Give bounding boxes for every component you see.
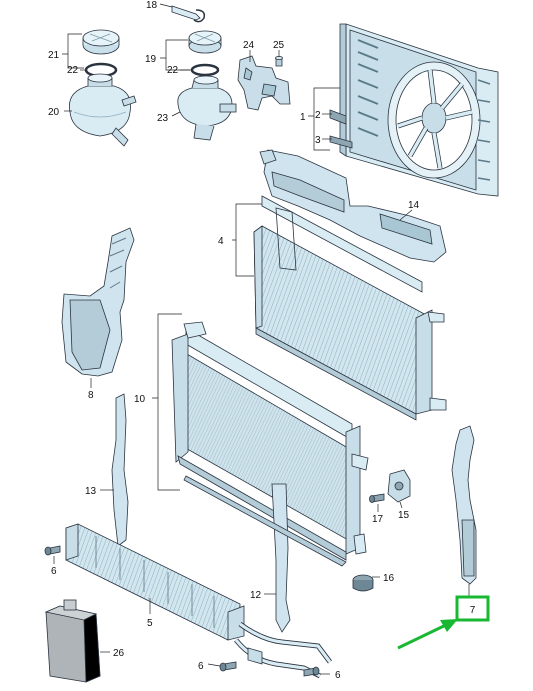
part-14-air-guide xyxy=(259,149,447,263)
callout-24: 24 xyxy=(243,40,255,51)
part-2-rubber-pad xyxy=(329,109,347,125)
part-1-fan-shroud xyxy=(339,23,499,197)
callout-22b: 22 xyxy=(167,65,179,76)
part-17-bolt xyxy=(369,493,385,503)
part-21-cap xyxy=(82,29,120,55)
callout-3: 3 xyxy=(315,135,321,146)
part-3-rubber-pad xyxy=(329,135,353,149)
callout-6b: 6 xyxy=(198,661,204,672)
callout-18: 18 xyxy=(146,0,158,11)
part-13-side-seal xyxy=(111,393,129,547)
part-6-screw-a xyxy=(44,545,61,556)
part-23-tank-housing xyxy=(177,75,237,141)
callout-6c: 6 xyxy=(335,670,341,681)
part-25-screw xyxy=(275,56,283,67)
coolant-pipes xyxy=(234,621,332,679)
part-20-expansion-tank xyxy=(69,73,137,147)
part-18-hose xyxy=(171,5,206,23)
part-6-screw-c xyxy=(303,666,320,677)
callout-26: 26 xyxy=(113,648,125,659)
callout-21: 21 xyxy=(48,50,60,61)
part-26-coolant-container xyxy=(44,599,101,683)
part-5-auxiliary-cooler xyxy=(65,523,245,641)
callout-5: 5 xyxy=(147,618,153,629)
callout-4: 4 xyxy=(218,236,224,247)
part-12-seal-strip xyxy=(183,475,347,633)
part-7-side-seal xyxy=(451,425,477,585)
callout-22a: 22 xyxy=(67,65,79,76)
callout-23: 23 xyxy=(157,113,169,124)
callout-20: 20 xyxy=(48,107,60,118)
part-8-side-guide xyxy=(61,227,135,377)
callout-17: 17 xyxy=(372,514,384,525)
part-10-radiator xyxy=(171,321,369,561)
callout-19: 19 xyxy=(145,54,157,65)
part-15-bracket xyxy=(387,469,411,503)
pointer-arrow xyxy=(397,619,458,650)
callout-15: 15 xyxy=(398,510,410,521)
part-16-rubber-mount xyxy=(352,574,374,592)
callout-2: 2 xyxy=(315,110,321,121)
part-6-screw-b xyxy=(219,661,237,672)
part-19-cap xyxy=(188,30,222,54)
callout-8: 8 xyxy=(88,390,94,401)
callout-6a: 6 xyxy=(51,566,57,577)
callout-25: 25 xyxy=(273,40,285,51)
callout-7: 7 xyxy=(470,605,476,616)
callout-16: 16 xyxy=(383,573,395,584)
part-22-seal-ring-b xyxy=(190,63,220,77)
callout-10: 10 xyxy=(134,394,146,405)
callout-13: 13 xyxy=(85,486,97,497)
highlight-box xyxy=(455,595,490,622)
callout-14: 14 xyxy=(408,200,420,211)
callout-1: 1 xyxy=(300,112,306,123)
part-24-bracket xyxy=(237,55,291,111)
callout-12: 12 xyxy=(250,590,262,601)
part-4-condenser xyxy=(253,195,447,421)
callout-labels: 18 21 22 20 19 22 23 24 25 1 2 3 14 4 8 … xyxy=(48,0,476,681)
